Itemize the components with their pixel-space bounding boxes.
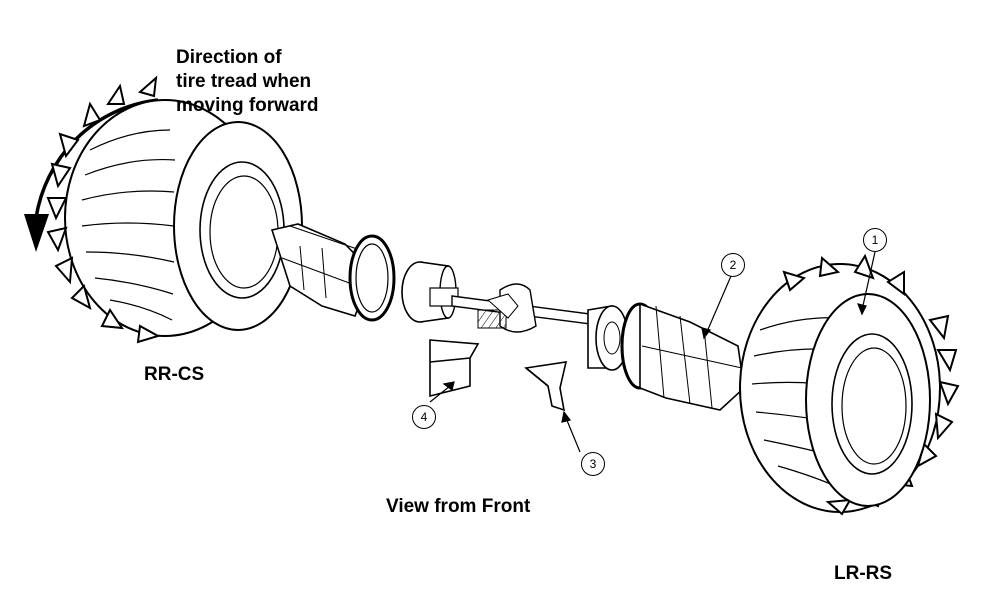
direction-note-line-1: Direction of (176, 47, 282, 68)
callout-4: 4 (412, 405, 436, 429)
direction-note: Direction of tire tread when moving forw… (176, 46, 319, 118)
bracket-part-4 (429, 339, 480, 398)
right-drum (620, 302, 745, 411)
callout-1: 1 (863, 228, 887, 252)
left-rear-tire (739, 253, 960, 516)
callout-3: 3 (581, 452, 605, 476)
label-left-rear: LR-RS (834, 563, 893, 584)
bracket-part-3 (524, 361, 568, 412)
label-right-rear: RR-CS (144, 364, 205, 385)
left-drum (270, 223, 396, 322)
right-hub (587, 305, 629, 371)
direction-note-line-2: tire tread when (176, 71, 312, 92)
callout-2: 2 (721, 253, 745, 277)
view-caption: View from Front (386, 496, 531, 517)
axle-shaft (451, 283, 591, 333)
left-hub (401, 261, 459, 323)
callout-leader-lines (429, 251, 876, 453)
direction-note-line-3: moving forward (176, 95, 319, 116)
